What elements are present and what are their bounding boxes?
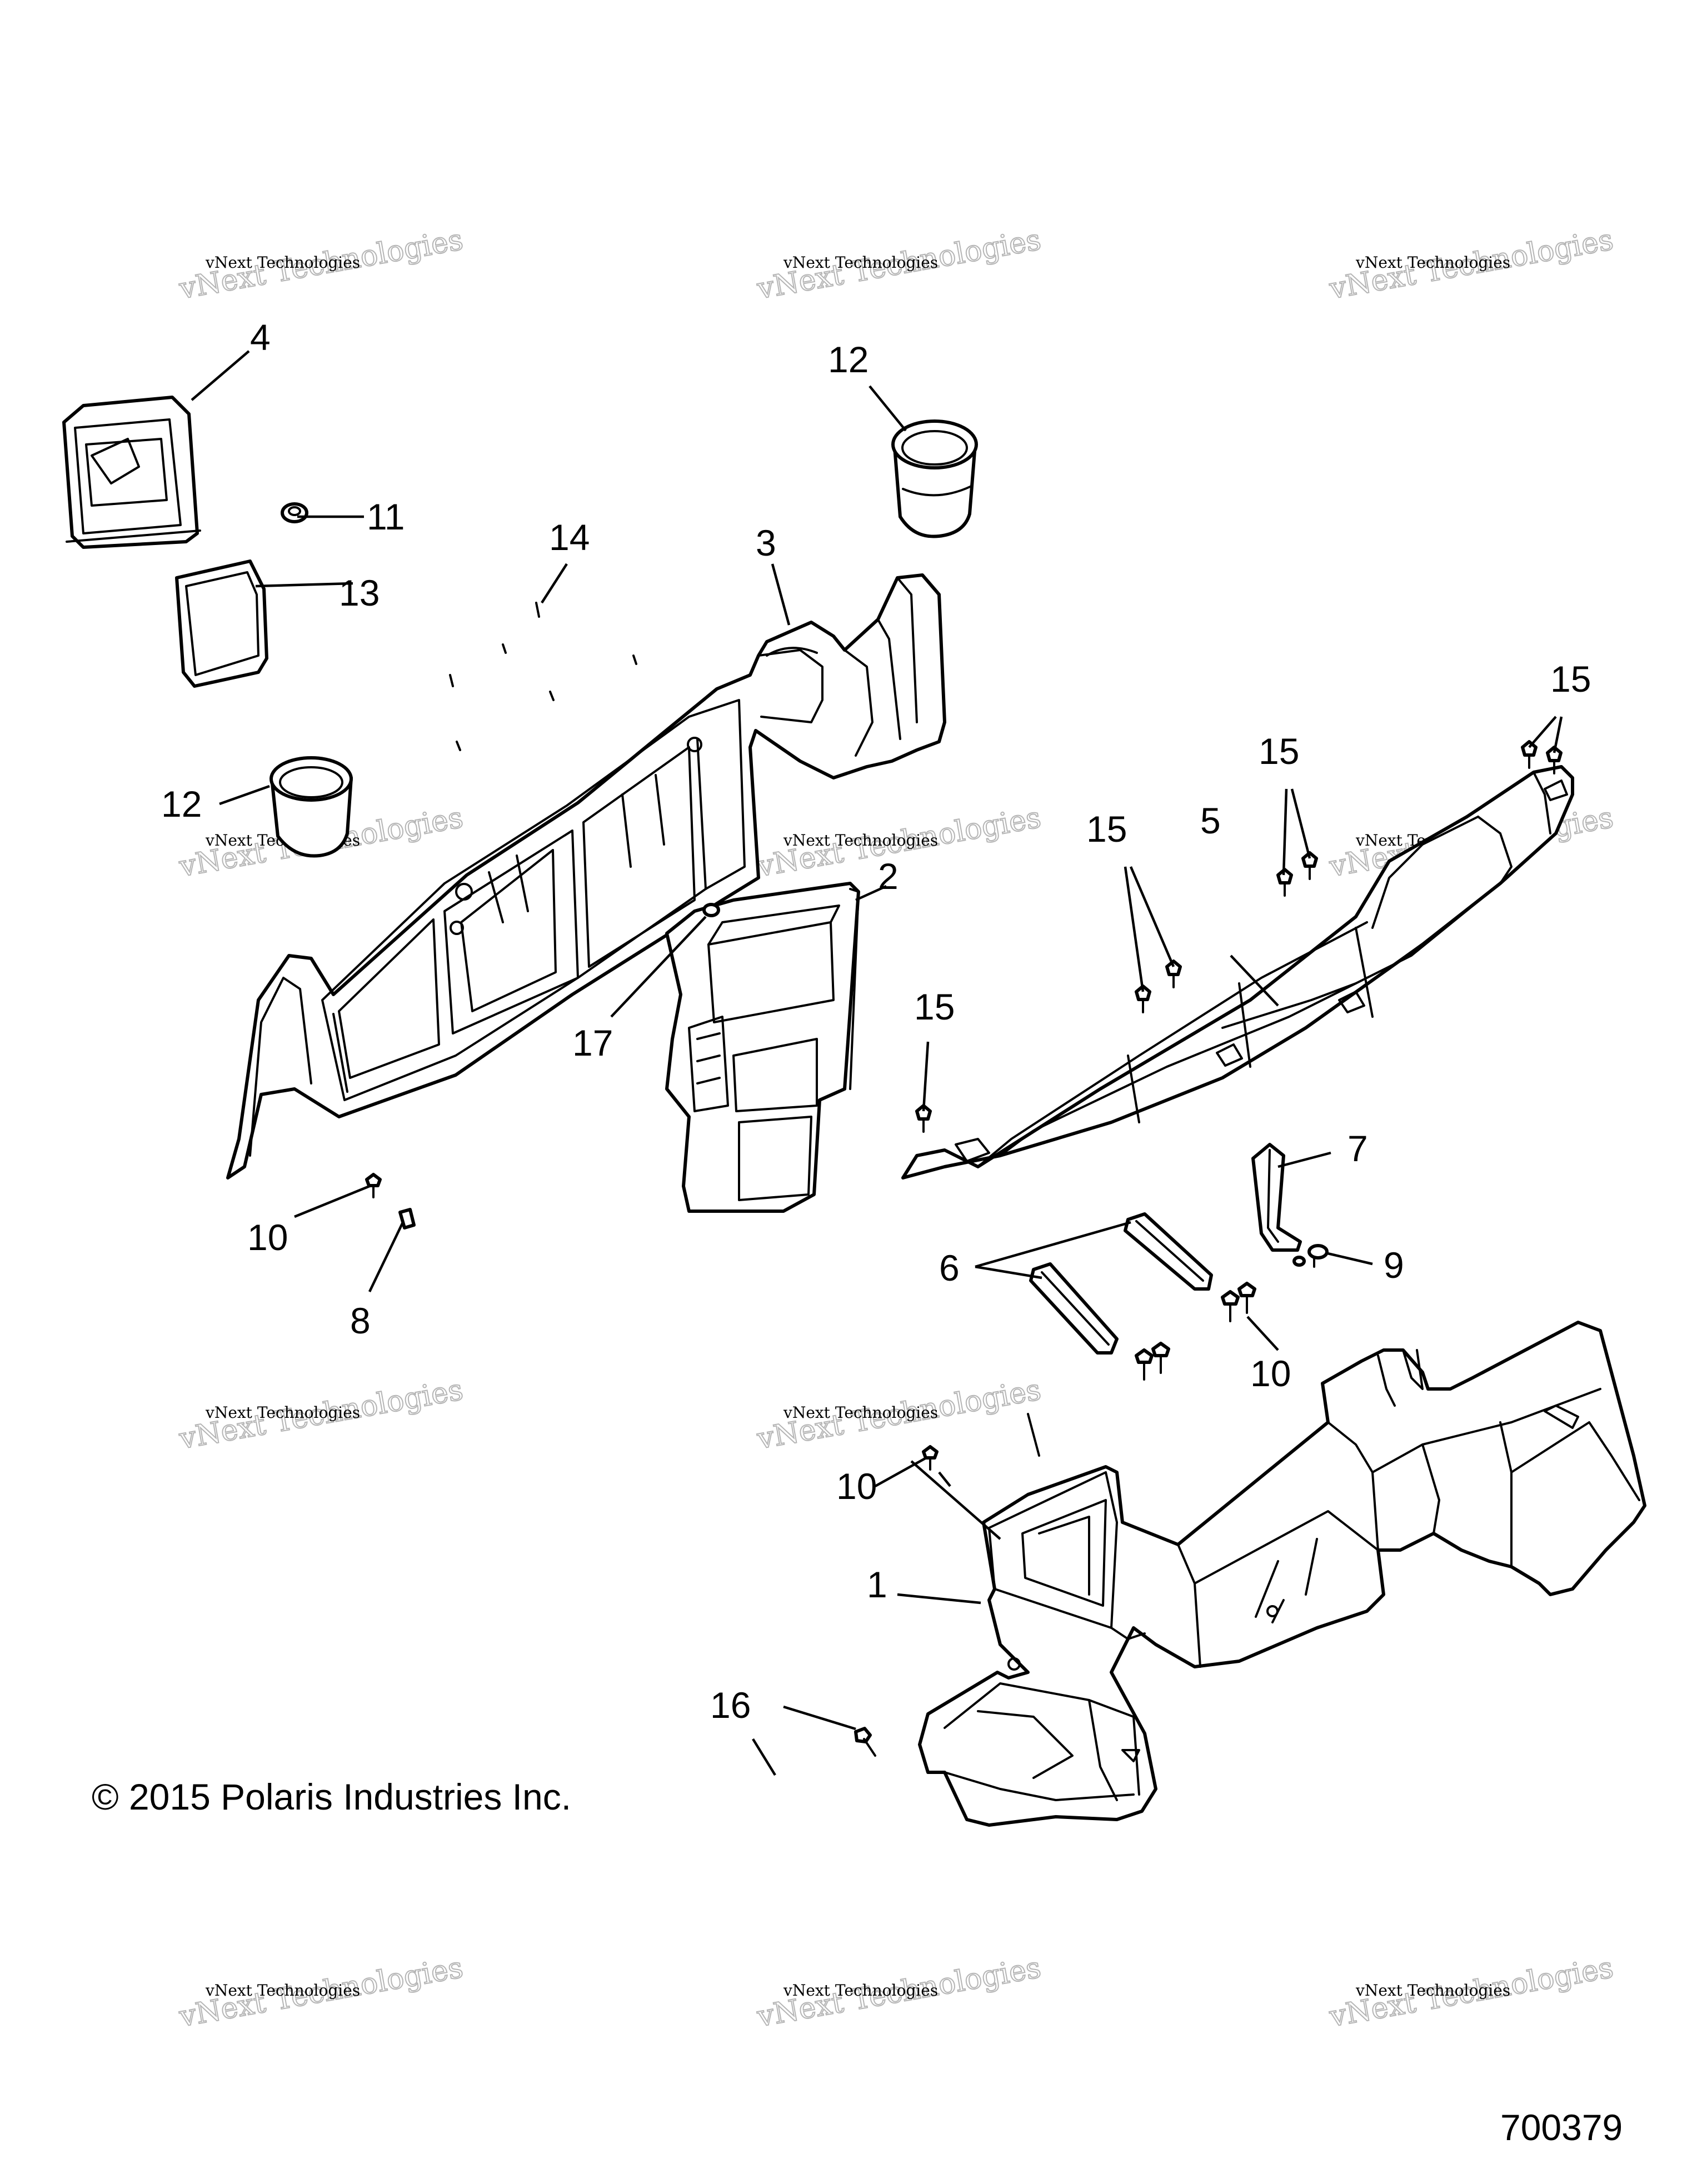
callout-7: 7	[1347, 1128, 1368, 1169]
callout-labels: 1 2 3 4 5 6 7 8 9 10 10 10 10 11 12 12 1…	[161, 317, 1591, 1726]
callout-6: 6	[939, 1247, 960, 1288]
callout-14: 14	[549, 517, 590, 558]
callout-9: 9	[1384, 1245, 1404, 1286]
part-2-console	[665, 882, 860, 1213]
part-6-brace-left	[1029, 1262, 1119, 1355]
part-13-gasket	[175, 559, 268, 688]
copyright-notice: © 2015 Polaris Industries Inc.	[92, 1776, 571, 1817]
part-16-screw	[854, 1727, 876, 1757]
callout-12-lower: 12	[161, 783, 202, 824]
part-12-cup-holder-lower	[269, 756, 353, 858]
part-5-dash-cover	[901, 765, 1574, 1180]
callout-10-lower: 10	[836, 1466, 877, 1507]
watermark-text: vNext Technologies	[783, 1403, 938, 1422]
watermark-text: vNext Technologies	[783, 253, 938, 272]
part-11-clip	[281, 502, 308, 523]
callout-17: 17	[572, 1022, 613, 1063]
watermark-text: vNext Technologies	[783, 1981, 938, 2000]
callout-8: 8	[350, 1300, 371, 1341]
callout-13: 13	[339, 572, 380, 613]
callout-12-upper: 12	[828, 339, 869, 380]
callout-16: 16	[710, 1685, 751, 1726]
document-number: 700379	[1500, 2107, 1623, 2148]
callout-15-d: 15	[914, 986, 955, 1027]
part-7-bracket	[1251, 1143, 1302, 1252]
callout-4: 4	[250, 317, 271, 358]
part-6-brace-right	[1124, 1212, 1213, 1291]
watermark-text: vNext Technologies	[783, 831, 938, 849]
watermark-text: vNext Technologies	[205, 1981, 360, 2000]
callout-10-right: 10	[1250, 1353, 1291, 1394]
callout-15-a: 15	[1550, 658, 1591, 699]
watermark-text: vNext Technologies	[1355, 253, 1510, 272]
part-1-lower-dash	[918, 1321, 1646, 1827]
watermark-text: vNext Technologies	[205, 253, 360, 272]
part-12-cup-holder-upper	[891, 419, 978, 538]
callout-5: 5	[1200, 800, 1221, 841]
part-14-pins	[449, 602, 637, 751]
callout-11: 11	[367, 496, 405, 537]
part-3-dash-panel	[226, 573, 946, 1180]
callout-10-left: 10	[247, 1217, 288, 1258]
callout-2: 2	[878, 856, 899, 897]
callout-3: 3	[756, 522, 776, 563]
part-15-push-rivets	[915, 740, 1563, 1133]
callout-1: 1	[867, 1564, 887, 1605]
watermark-text: vNext Technologies	[205, 1403, 360, 1422]
part-10-fasteners	[365, 1173, 1256, 1471]
callout-15-b: 15	[1259, 731, 1299, 772]
part-17-nut	[702, 903, 720, 917]
part-4-bezel	[62, 396, 201, 549]
part-9-screw	[1292, 1244, 1329, 1268]
watermark-text: vNext Technologies	[1355, 1981, 1510, 2000]
leader-lines	[191, 350, 1563, 1776]
callout-15-c: 15	[1086, 808, 1127, 849]
watermarks: vNext Technologies vNext Technologies vNe…	[176, 223, 1616, 2035]
